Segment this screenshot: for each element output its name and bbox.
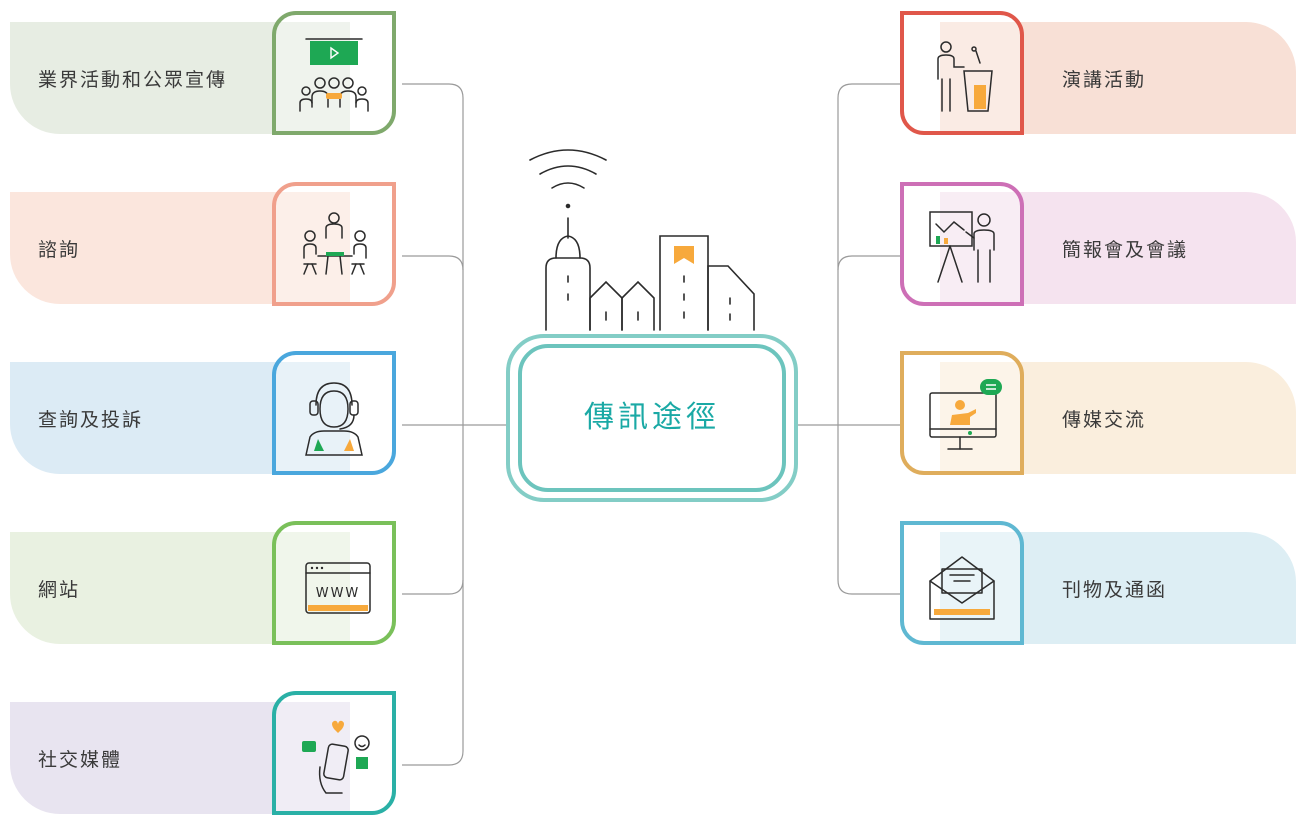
card-media-exchange[interactable]	[940, 362, 1296, 474]
briefing-board-icon	[900, 182, 1024, 306]
right-connector-2	[837, 255, 900, 271]
left-connector-4	[402, 579, 464, 595]
card-publications-circulars[interactable]	[940, 532, 1296, 644]
label-media-exchange: 傳媒交流	[1062, 409, 1147, 431]
website-browser-icon: WWW	[272, 521, 396, 645]
right-connector-spine	[837, 83, 900, 595]
label-publications-circulars: 刊物及通函	[1062, 579, 1168, 601]
center-box-frame	[506, 334, 798, 502]
consultation-meeting-icon	[272, 182, 396, 306]
label-consultation: 諮詢	[38, 239, 81, 261]
smartphone-social-icon	[272, 691, 396, 815]
presentation-screen-audience-icon	[272, 11, 396, 135]
svg-text:WWW: WWW	[316, 586, 361, 601]
label-social-media: 社交媒體	[38, 749, 123, 771]
label-speaking-events: 演講活動	[1062, 69, 1147, 91]
left-connector-2	[402, 255, 464, 271]
envelope-letter-icon	[900, 521, 1024, 645]
label-industry-events: 業界活動和公眾宣傳	[38, 69, 228, 91]
city-skyline-icon	[529, 149, 755, 331]
label-enquiries-complaints: 查詢及投訴	[38, 409, 144, 431]
headset-agent-icon	[272, 351, 396, 475]
media-interview-monitor-icon	[900, 351, 1024, 475]
card-speaking-events[interactable]	[940, 22, 1296, 134]
card-briefings-meetings[interactable]	[940, 192, 1296, 304]
center-title: 傳訊途徑	[584, 400, 720, 435]
label-briefings-meetings: 簡報會及會議	[1062, 239, 1189, 261]
speaker-podium-icon	[900, 11, 1024, 135]
label-website: 網站	[38, 579, 81, 601]
